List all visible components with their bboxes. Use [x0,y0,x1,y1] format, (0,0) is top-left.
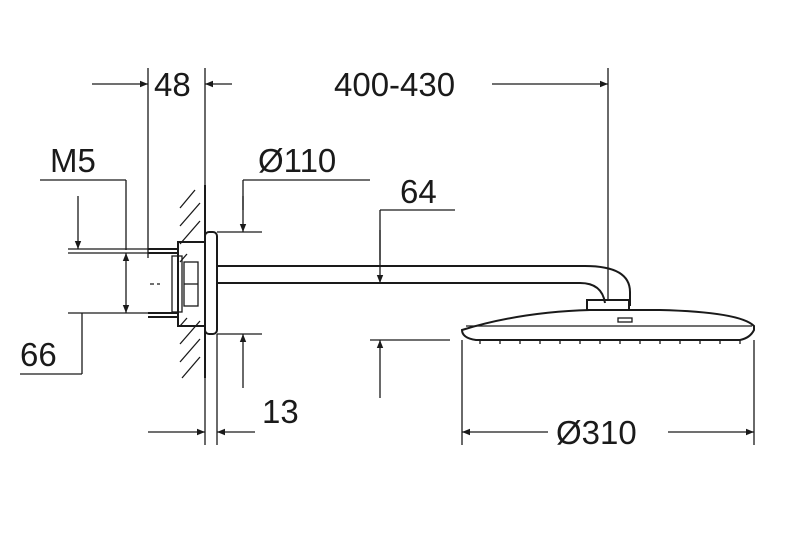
dim-thread-size: M5 [50,142,96,179]
dim-bolt-spacing: 66 [20,336,57,373]
nozzle-row [479,340,741,344]
dimension-lines [74,80,754,436]
wall-mount-assembly [148,231,218,335]
shower-arm [217,265,631,311]
dim-wall-clearance: 13 [262,393,299,430]
shower-head [460,309,755,344]
dim-head-diameter: Ø310 [556,414,637,451]
extension-lines [20,68,755,445]
dim-flange-diameter: Ø110 [258,142,336,179]
dim-arm-drop: 64 [400,173,437,210]
dim-arm-reach: 400-430 [334,66,455,103]
wall-hatching [179,189,201,379]
dim-wall-flange-depth: 48 [154,66,191,103]
